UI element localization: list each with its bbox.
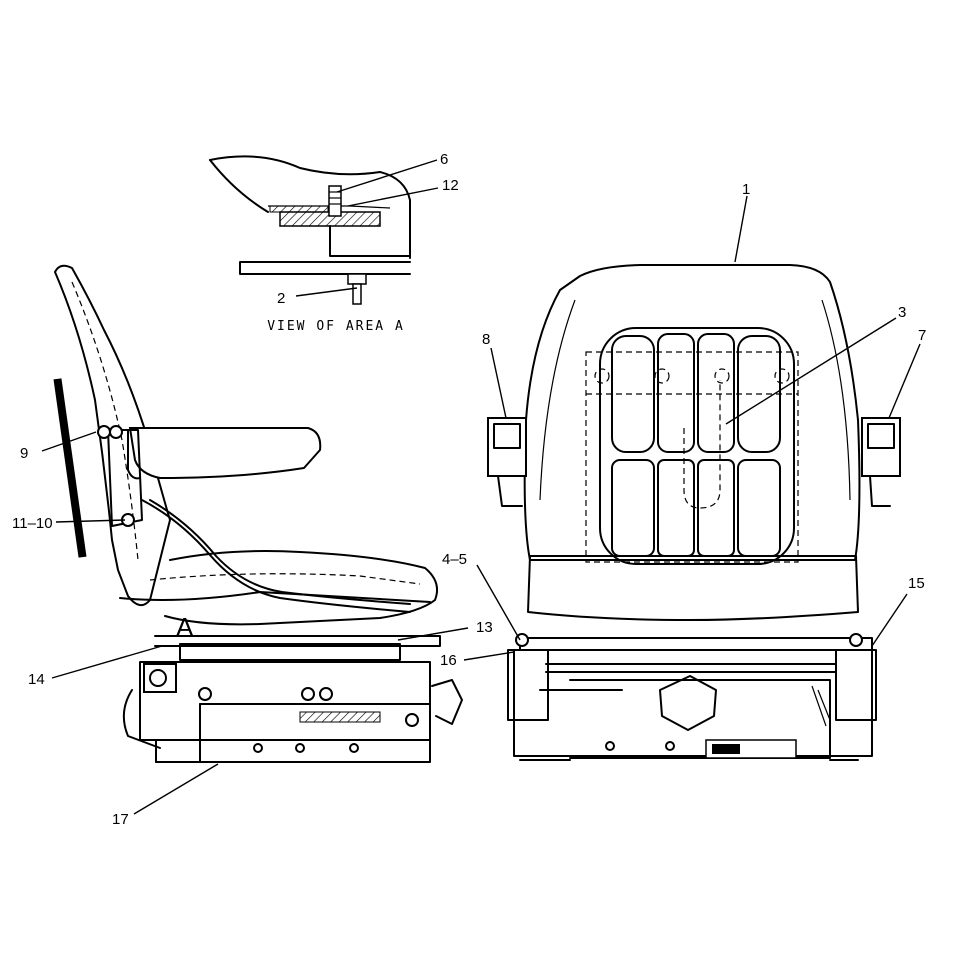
callout-16: 16 bbox=[440, 652, 457, 669]
side-view: A bbox=[53, 264, 463, 763]
callout-15: 15 bbox=[908, 575, 925, 592]
callout-4-5: 4–5 bbox=[442, 551, 467, 568]
callout-9: 9 bbox=[20, 445, 28, 462]
detail-view-area-a: VIEW OF AREA A bbox=[209, 155, 411, 334]
grille bbox=[599, 327, 795, 565]
callout-13: 13 bbox=[476, 619, 493, 636]
detail-caption: VIEW OF AREA A bbox=[267, 319, 405, 334]
callouts: 1 2 3 4–5 6 7 8 9 11–10 12 13 14 15 16 1… bbox=[12, 151, 926, 828]
callout-2: 2 bbox=[277, 290, 285, 307]
callout-1: 1 bbox=[742, 181, 750, 198]
callout-8: 8 bbox=[482, 331, 490, 348]
area-a-marker: A bbox=[176, 612, 194, 642]
front-view bbox=[487, 264, 901, 761]
callout-6: 6 bbox=[440, 151, 448, 168]
callout-14: 14 bbox=[28, 671, 45, 688]
callout-7: 7 bbox=[918, 327, 926, 344]
callout-12: 12 bbox=[442, 177, 459, 194]
callout-3: 3 bbox=[898, 304, 906, 321]
callout-17: 17 bbox=[112, 811, 129, 828]
callout-11-10: 11–10 bbox=[12, 515, 53, 532]
